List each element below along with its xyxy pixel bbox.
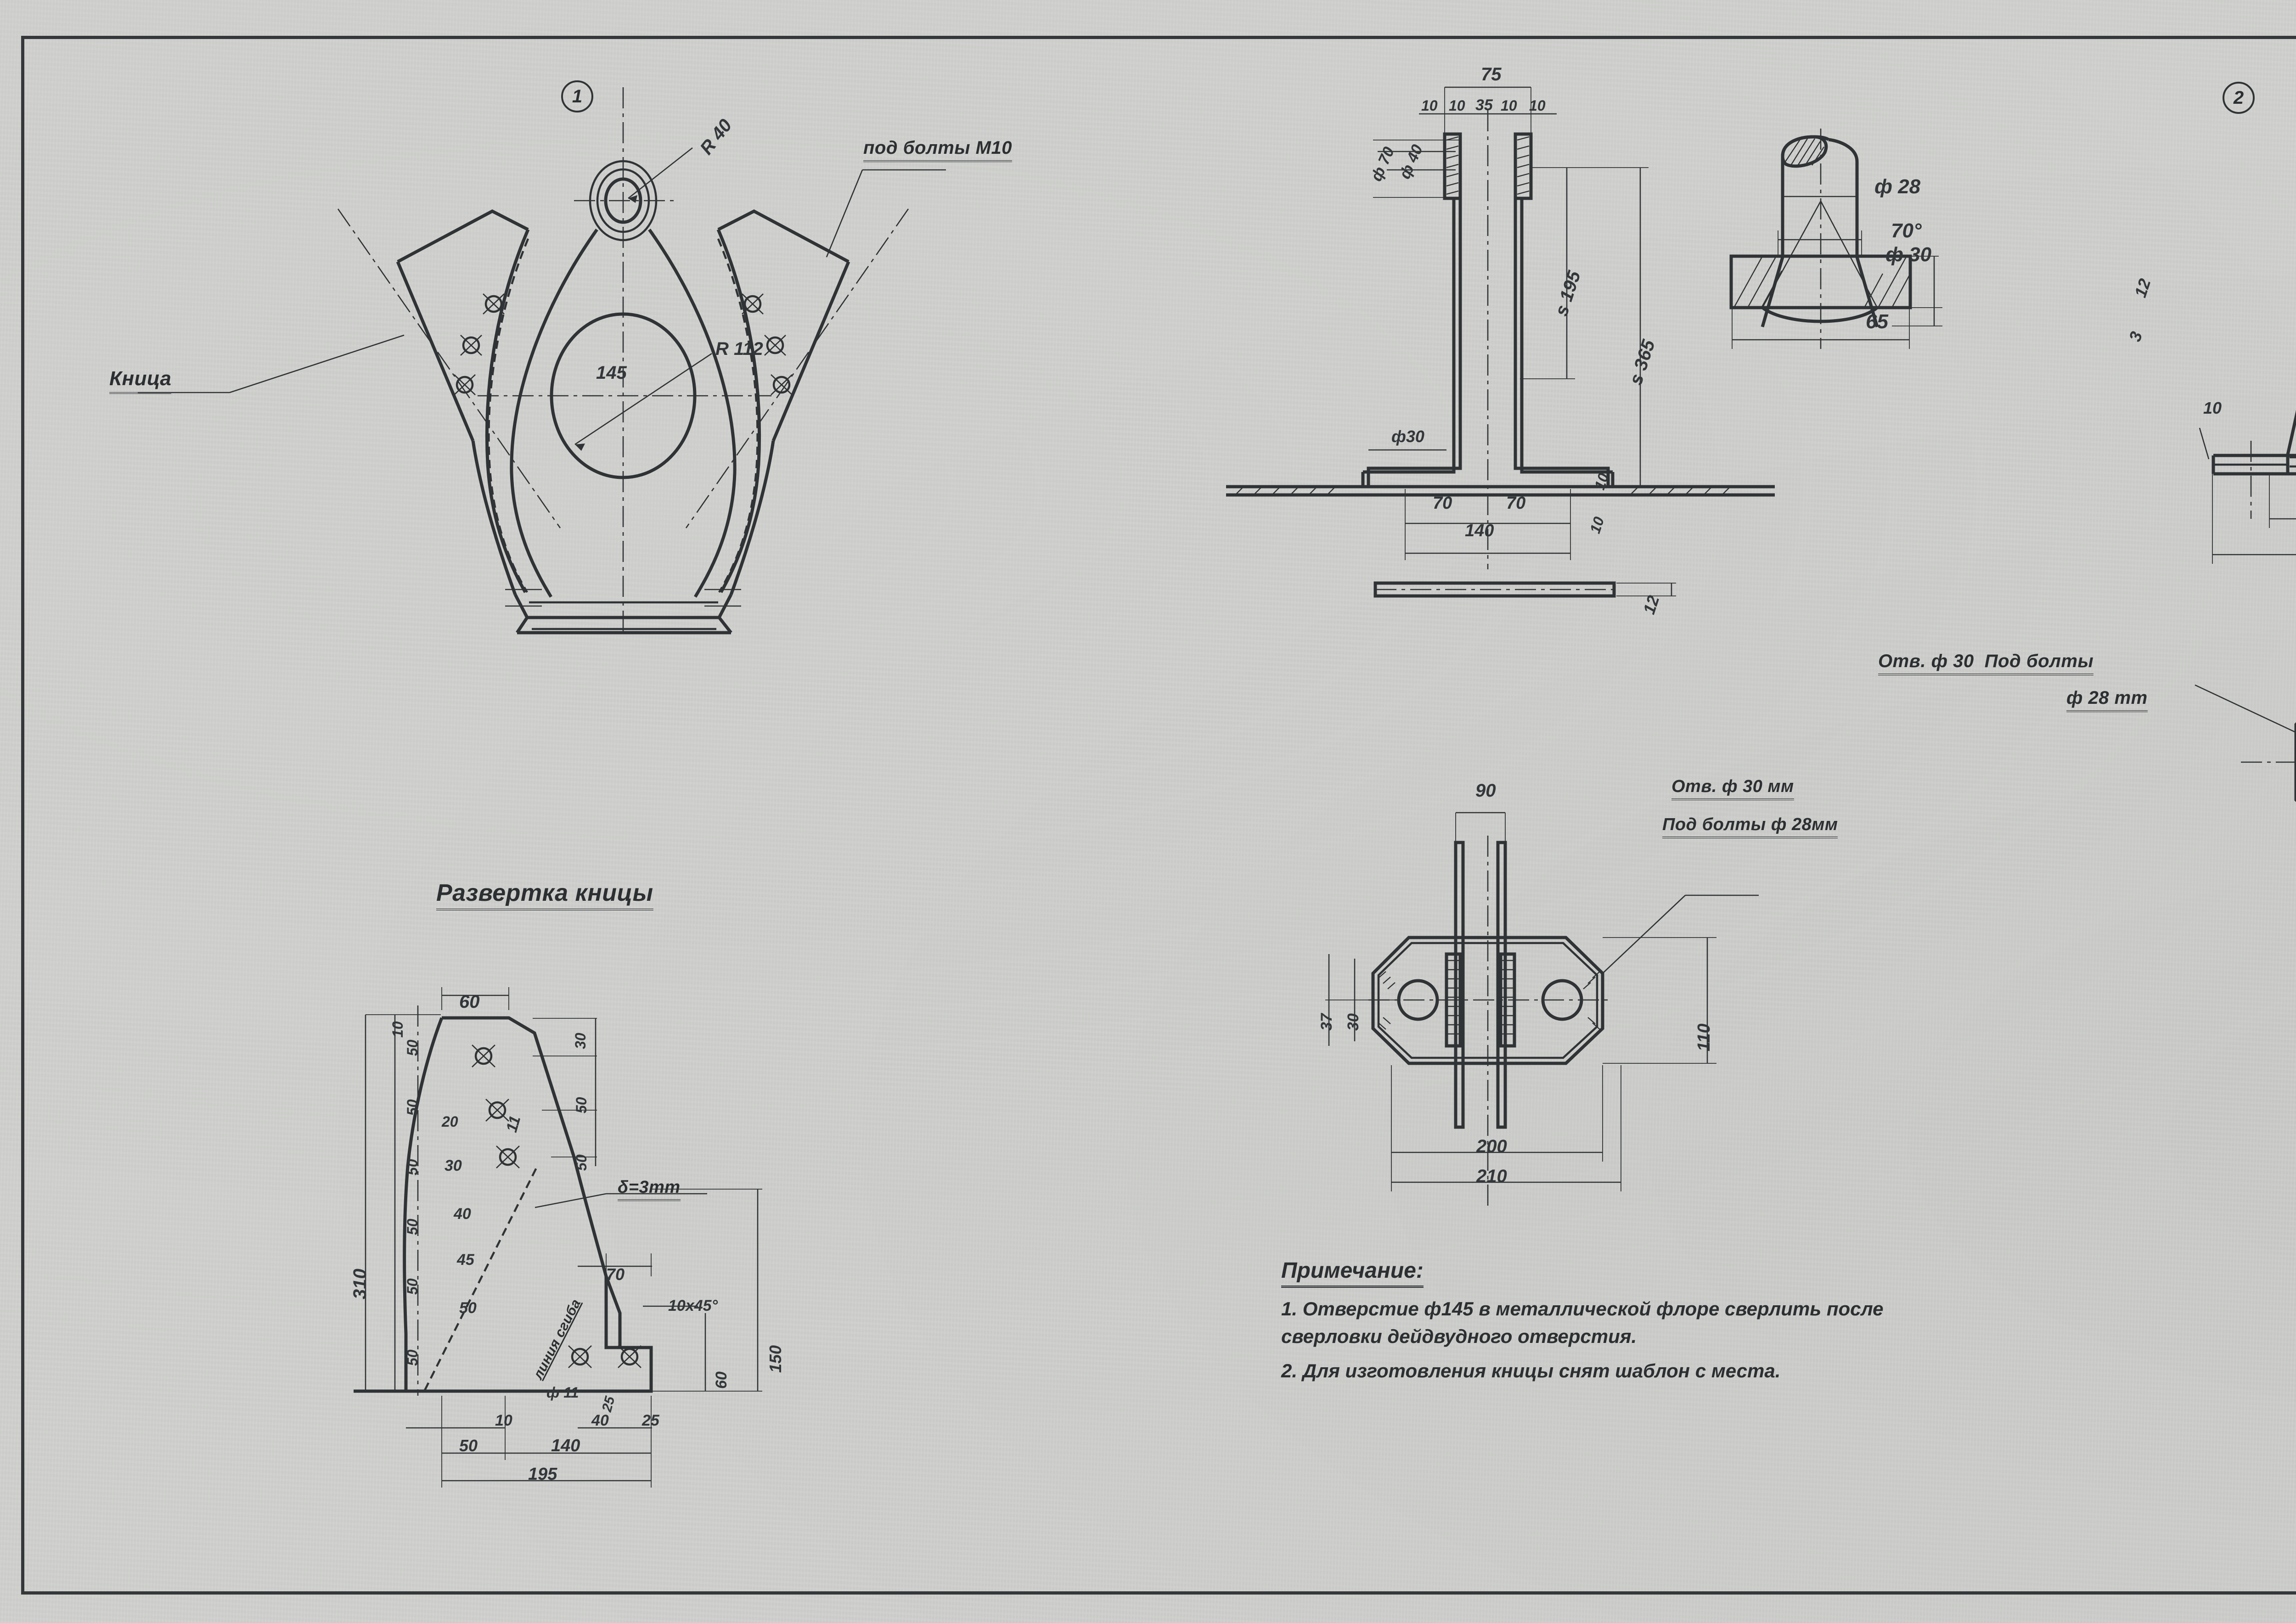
unfold-dim-20: 20 <box>442 1113 458 1130</box>
platemid-dim-90: 90 <box>1475 781 1496 801</box>
platemid-dim-210: 210 <box>1476 1166 1507 1186</box>
unfold-dim-50c: 50 <box>404 1159 421 1175</box>
tee-dim-70a: 70 <box>1433 494 1452 513</box>
unfold-dim-40b: 40 <box>591 1412 609 1429</box>
section-dim-phi28: ф 28 <box>1874 175 1921 198</box>
notes-block: Примечание: 1. Отверстие ф145 в металлич… <box>1281 1258 1970 1392</box>
unfold-chamfer-10x45: 10x45° <box>668 1297 718 1314</box>
platemid-dim-200: 200 <box>1476 1136 1507 1157</box>
view-plate-right-geometry <box>2195 684 2296 802</box>
notes-heading: Примечание: <box>1281 1258 1424 1288</box>
view1-geometry <box>138 87 946 635</box>
unfold-dim-50-r1: 50 <box>573 1097 590 1113</box>
plateright-callout-l2: ф 28 mm <box>2066 688 2148 712</box>
unfold-dim-50d: 50 <box>404 1219 421 1235</box>
tee-chain-10c: 10 <box>1501 97 1517 114</box>
unfold-dim-phi11: ф 11 <box>546 1384 579 1401</box>
view-unfold-geometry <box>354 987 762 1488</box>
section-dim-ang70: 70° <box>1891 219 1922 242</box>
platemid-dim-30: 30 <box>1345 1013 1362 1031</box>
unfold-dim-50a: 50 <box>404 1039 421 1056</box>
unfold-dim-50bot: 50 <box>459 1436 478 1455</box>
unfold-dim-25b: 25 <box>642 1412 659 1429</box>
view-plate-mid-geometry <box>1325 812 1759 1207</box>
tee-dim-70b: 70 <box>1506 494 1526 513</box>
unfold-dim-70: 70 <box>606 1265 625 1284</box>
view2-geometry <box>2199 410 2296 564</box>
tee-chain-10a: 10 <box>1421 97 1438 114</box>
unfold-dim-40: 40 <box>454 1205 471 1223</box>
balloon-1: 1 <box>561 80 593 112</box>
unfold-dim-30: 30 <box>445 1157 462 1174</box>
view1-dim-r112: R 112 <box>715 339 763 359</box>
unfold-dim-50f: 50 <box>404 1349 421 1366</box>
sheet-frame-border <box>21 36 2296 1595</box>
tee-dim-75: 75 <box>1481 64 1502 84</box>
balloon-2: 2 <box>2223 82 2255 114</box>
section-dim-phi30: ф 30 <box>1885 243 1932 266</box>
view1-dim-145: 145 <box>596 363 627 383</box>
unfold-dim-60b: 60 <box>713 1371 730 1389</box>
note-item: 2. Для изготовления кницы снят шаблон с … <box>1281 1360 1781 1382</box>
unfold-dim-10-top: 10 <box>389 1021 406 1038</box>
note-item: 1. Отверстие ф145 в металлической флоре … <box>1281 1298 1884 1347</box>
tee-dim-140: 140 <box>1465 521 1494 540</box>
view-tee-geometry <box>1226 86 1775 598</box>
unfold-dim-140: 140 <box>551 1436 580 1455</box>
plateright-callout-l1: Отв. ф 30 Под болты <box>1878 651 2094 675</box>
section-dim-65: 65 <box>1866 310 1888 333</box>
tee-chain-10d: 10 <box>1529 97 1546 114</box>
unfold-dim-10b: 10 <box>495 1412 512 1429</box>
unfold-thickness: δ=3mm <box>618 1178 681 1201</box>
platemid-dim-110: 110 <box>1694 1023 1714 1051</box>
platemid-dim-37: 37 <box>1318 1013 1335 1031</box>
platemid-callout-l2: Под болты ф 28мм <box>1662 815 1838 838</box>
view1-label-bolts-m10: под болты М10 <box>863 138 1012 162</box>
unfold-dim-45: 45 <box>457 1251 474 1269</box>
unfold-dim-50-r2: 50 <box>573 1154 590 1171</box>
tee-dim-phi30: ф30 <box>1391 427 1424 446</box>
unfold-dim-50: 50 <box>459 1299 477 1317</box>
tee-chain-35: 35 <box>1475 96 1493 114</box>
unfold-dim-30-right: 30 <box>572 1033 589 1049</box>
unfold-dim-310: 310 <box>350 1269 370 1299</box>
unfold-title: Развертка кницы <box>436 879 653 910</box>
tee-chain-10b: 10 <box>1449 97 1465 114</box>
unfold-dim-50b: 50 <box>404 1099 421 1116</box>
platemid-callout-l1: Отв. ф 30 мм <box>1671 777 1794 800</box>
unfold-dim-50e: 50 <box>404 1278 421 1295</box>
view-section-geometry <box>1729 129 1942 349</box>
view2-dim-10: 10 <box>2203 399 2222 417</box>
unfold-dim-60: 60 <box>459 992 480 1012</box>
unfold-dim-150: 150 <box>766 1345 785 1373</box>
unfold-dim-195: 195 <box>528 1465 557 1484</box>
view1-label-knitsa: Кница <box>109 367 172 394</box>
